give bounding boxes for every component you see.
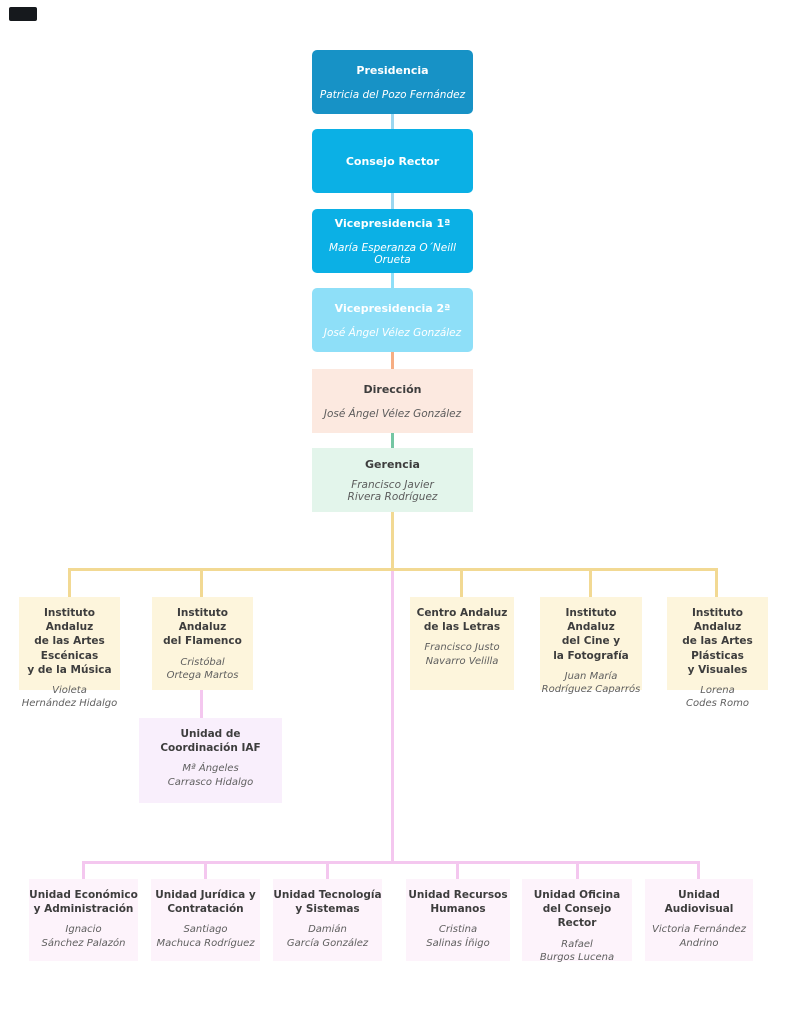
node-title: Unidad Tecnología y Sistemas [273,889,382,916]
org-node-consejo-rector: Consejo Rector [312,129,473,193]
org-node-unidad-oficina-consejo-rector: Unidad Oficina del Consejo Rector Rafael… [522,879,632,963]
node-person: Juan María Rodríguez Caparrós [541,670,641,696]
connector-vicepresidencia1-vicepresidencia2 [391,273,394,288]
node-title: Instituto Andaluz de las Artes Escénicas… [27,607,112,676]
connector-institute-stub [68,568,71,597]
org-node-direccion: Dirección José Ángel Vélez González [312,369,473,433]
node-person: María Esperanza O´Neill Orueta [329,241,456,266]
org-node-unidad-tecnologia-sistemas: Unidad Tecnología y Sistemas Damián Garc… [273,879,382,961]
connector-institute-stub [589,568,592,597]
node-title: Presidencia [356,63,429,77]
node-person: Damián García González [286,924,369,949]
node-title: Unidad Jurídica y Contratación [155,889,256,916]
node-person: Francisco Javier Rivera Rodríguez [347,478,438,503]
node-title: Unidad Económico y Administración [29,889,138,916]
connector-unit-stub [82,861,85,879]
node-person: Francisco Justo Navarro Velilla [424,642,500,667]
org-node-centro-letras: Centro Andaluz de las Letras Francisco J… [410,597,514,690]
connector-institute-stub [200,568,203,597]
node-person: Victoria Fernández Andrino [652,924,746,949]
node-title: Instituto Andaluz del Flamenco [163,607,242,648]
org-node-unidad-recursos-humanos: Unidad Recursos Humanos Cristina Salinas… [406,879,510,961]
node-title: Vicepresidencia 2ª [334,301,451,315]
org-node-unidad-juridica-contratacion: Unidad Jurídica y Contratación Santiago … [151,879,260,961]
connector-vicepresidencia2-direccion [391,352,394,369]
corner-marker [9,7,37,21]
node-person: José Ángel Vélez González [323,326,462,339]
connector-presidencia-consejo [391,114,394,129]
connector-institute-stub [715,568,718,597]
node-title: Unidad Audiovisual [664,889,734,916]
node-person: Rafael Burgos Lucena [539,938,615,964]
node-person: Santiago Machuca Rodríguez [156,924,255,949]
node-title: Instituto Andaluz de las Artes Plásticas… [682,607,753,676]
org-node-vicepresidencia-2: Vicepresidencia 2ª José Ángel Vélez Gonz… [312,288,473,352]
node-title: Unidad Oficina del Consejo Rector [533,889,621,930]
connector-direccion-gerencia [391,432,394,448]
connector-units-stem [391,571,394,863]
connector-unit-stub [326,861,329,879]
connector-institutes-bar [68,568,718,571]
node-person: Mª Ángeles Carrasco Hidalgo [167,763,254,788]
node-person: Patricia del Pozo Fernández [319,88,466,101]
node-person: Cristina Salinas Íñigo [426,924,490,949]
node-person: José Ángel Vélez González [323,407,462,420]
node-title: Gerencia [365,457,420,471]
connector-unit-stub [204,861,207,879]
node-title: Consejo Rector [345,154,440,168]
org-node-instituto-cine-fotografia: Instituto Andaluz del Cine y la Fotograf… [540,597,642,695]
connector-consejo-vicepresidencia1 [391,193,394,209]
node-title: Vicepresidencia 1ª [334,216,451,230]
node-person: Lorena Codes Romo [686,684,749,710]
node-title: Centro Andaluz de las Letras [416,607,508,634]
org-node-vicepresidencia-1: Vicepresidencia 1ª María Esperanza O´Nei… [312,209,473,273]
org-node-unidad-coordinacion-iaf: Unidad de Coordinación IAF Mª Ángeles Ca… [139,718,282,803]
node-title: Unidad de Coordinación IAF [160,728,261,755]
org-node-instituto-artes-escenicas-musica: Instituto Andaluz de las Artes Escénicas… [19,597,120,709]
node-title: Instituto Andaluz del Cine y la Fotograf… [553,607,629,662]
org-node-unidad-audiovisual: Unidad Audiovisual Victoria Fernández An… [645,879,753,961]
org-node-unidad-economico-administracion: Unidad Económico y Administración Ignaci… [29,879,138,961]
org-node-gerencia: Gerencia Francisco Javier Rivera Rodrígu… [312,448,473,512]
connector-unit-stub [576,861,579,879]
connector-unit-stub [456,861,459,879]
connector-flamenco-coordination [200,690,203,718]
node-person: Cristóbal Ortega Martos [166,656,239,682]
connector-unit-stub [697,861,700,879]
org-node-instituto-flamenco: Instituto Andaluz del Flamenco Cristóbal… [152,597,253,690]
node-person: Violeta Hernández Hidalgo [21,684,118,710]
node-person: Ignacio Sánchez Palazón [41,924,126,949]
connector-institute-stub [460,568,463,597]
node-title: Dirección [363,382,422,396]
connector-gerencia-stem [391,512,394,571]
org-node-instituto-artes-plasticas-visuales: Instituto Andaluz de las Artes Plásticas… [667,597,768,709]
connector-units-bar [82,861,700,864]
node-title: Unidad Recursos Humanos [408,889,508,916]
org-node-presidencia: Presidencia Patricia del Pozo Fernández [312,50,473,114]
